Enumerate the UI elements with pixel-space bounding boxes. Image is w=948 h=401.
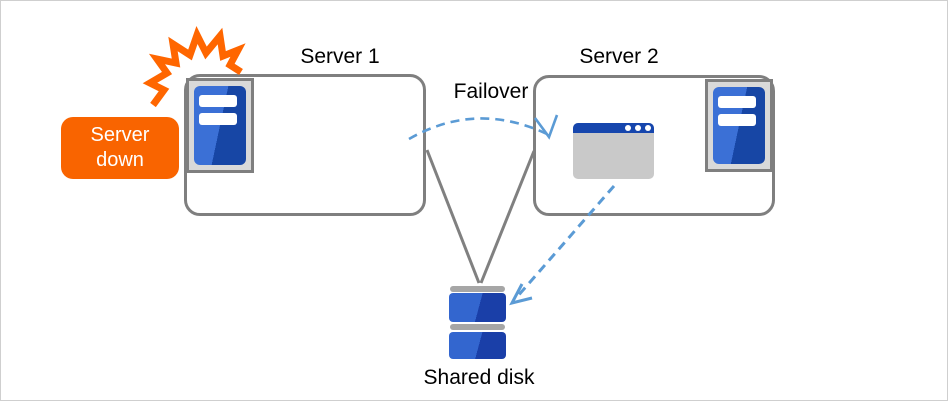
server1-tower-frame xyxy=(186,78,254,173)
server-tower-icon xyxy=(194,86,246,165)
server2-tower-frame xyxy=(705,79,773,172)
server-down-badge: Server down xyxy=(61,117,179,179)
server2-to-disk-line xyxy=(479,150,536,284)
tower-slot xyxy=(718,114,756,126)
disk-bar xyxy=(450,324,505,330)
tower-slot xyxy=(199,95,237,107)
window-button-icon xyxy=(625,125,631,131)
server2-label: Server 2 xyxy=(579,45,659,68)
shared-disk-label: Shared disk xyxy=(423,366,535,389)
disk-stack-icon xyxy=(449,286,506,361)
tower-slot xyxy=(718,96,756,108)
window-button-icon xyxy=(645,125,651,131)
server1-label: Server 1 xyxy=(300,45,380,68)
window-button-icon xyxy=(635,125,641,131)
disk-platter xyxy=(449,332,506,359)
application-window-icon xyxy=(573,123,654,179)
server-tower-icon xyxy=(713,87,765,164)
server1-to-disk-line xyxy=(425,149,481,284)
failover-arrow xyxy=(408,117,550,141)
application-to-disk-arrowhead-icon xyxy=(509,283,533,306)
disk-platter xyxy=(449,293,506,322)
failover-label: Failover xyxy=(453,80,529,103)
tower-slot xyxy=(199,113,237,125)
window-titlebar xyxy=(573,123,654,133)
disk-bar xyxy=(450,286,505,292)
